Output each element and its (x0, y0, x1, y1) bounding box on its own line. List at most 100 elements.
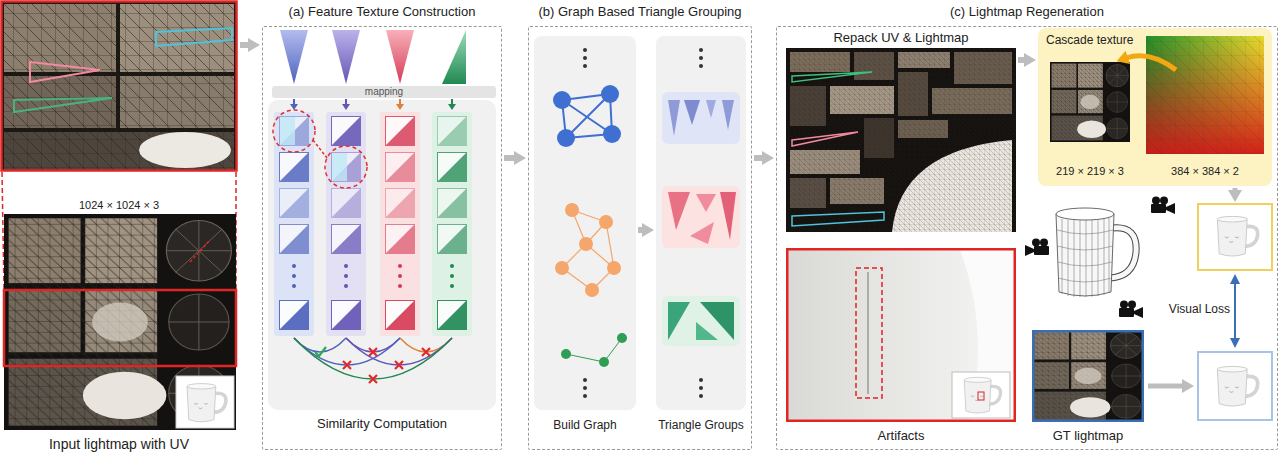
similarity-arcs (395, 361, 403, 369)
graph-art (562, 210, 614, 290)
camera-icons (1025, 239, 1049, 257)
input-lightmap-image (187, 384, 226, 422)
feature-texture-squares (344, 284, 348, 288)
camera-icons (1151, 197, 1175, 215)
similarity-arcs (294, 338, 400, 365)
feature-texture-squares (450, 284, 454, 288)
graph-region: Build Graph (534, 36, 636, 440)
feature-texture-squares (398, 284, 402, 288)
feature-texture-squares (344, 274, 348, 278)
input-lightmap-image (190, 240, 210, 262)
triangle-group-art (668, 302, 690, 340)
wireframe-mug (1056, 208, 1136, 297)
similarity-arcs (294, 338, 452, 383)
feature-region (326, 112, 366, 336)
node-label: Similarity Computation (268, 416, 496, 432)
feature-region (380, 112, 420, 336)
graph-art (553, 91, 571, 109)
graph-art (599, 357, 609, 367)
feature-texture-squares (450, 264, 454, 268)
feature-texture-squares (273, 110, 467, 330)
feature-region (290, 104, 298, 110)
feature-texture-squares (292, 274, 296, 278)
source-triangles (280, 30, 308, 84)
node-label: Triangle Groups (656, 418, 746, 433)
triangle-group-art (668, 192, 690, 230)
node-label: Cascade texture (1046, 33, 1166, 48)
triangle-group-art (662, 296, 740, 346)
feature-region (342, 104, 350, 110)
feature-texture-squares (398, 274, 402, 278)
rendered-views (1198, 352, 1272, 420)
graph-art (579, 237, 593, 251)
triangle-group-art (684, 100, 700, 125)
triangle-group-art (668, 100, 680, 136)
repack-lightmap-image (786, 48, 1016, 232)
rendered-views (1233, 188, 1238, 192)
graph-art (557, 129, 575, 147)
wireframe-mug (1062, 218, 1109, 297)
cascade-art (1146, 36, 1264, 154)
gt-lightmap: GT lightmap (1032, 330, 1144, 444)
triangle-group-art (690, 222, 714, 244)
rendered-views (1217, 216, 1257, 256)
triangle-group-art (720, 192, 736, 240)
triangle-group-art (696, 322, 718, 340)
feature-texture-squares (331, 188, 361, 218)
input-zoom-image (156, 28, 232, 46)
wireframe-mug (1056, 208, 1114, 220)
feature-texture-squares (292, 284, 296, 288)
graph-art (561, 349, 571, 359)
artifact-view: Artifacts (786, 248, 1016, 444)
graph-art (585, 283, 599, 297)
input-lightmap-image (4, 290, 236, 366)
similarity-arcs (315, 347, 326, 356)
input-zoom-image (2, 2, 237, 171)
gt-lightmap-image (1032, 330, 1144, 422)
rendered-views (1198, 204, 1272, 270)
rendered-views (1148, 384, 1184, 389)
similarity-arcs (422, 348, 430, 356)
figure-label: Visual Loss (1146, 302, 1230, 316)
graph-art (566, 338, 622, 362)
input-zoom-image (4, 4, 234, 170)
graph-art (583, 378, 587, 382)
node-label: Artifacts (786, 428, 1016, 444)
feature-region (396, 104, 404, 110)
groups-region: Triangle Groups (656, 36, 746, 440)
dashed-panel-frame (776, 26, 1278, 450)
node-label: 384 × 384 × 2 (1146, 164, 1264, 178)
artifact-image (786, 248, 1016, 422)
artifact-image (786, 248, 1016, 422)
artifact-image (964, 377, 1000, 413)
feature-texture-squares (450, 274, 454, 278)
wireframe-mug (1111, 228, 1136, 278)
feature-texture-squares (279, 300, 309, 330)
wireframe-mug (1056, 214, 1114, 296)
triangle-group-art (699, 386, 703, 390)
graph-art (534, 36, 636, 410)
feature-region (268, 99, 496, 410)
feature-texture-squares (385, 116, 415, 146)
repack-lightmap-image (792, 132, 858, 146)
gt-lightmap-image (1032, 330, 1144, 422)
feature-texture-squares (437, 188, 467, 218)
flow-arrow (1018, 57, 1026, 63)
source-triangles (272, 30, 496, 98)
repack-lightmap-image (786, 48, 1016, 232)
cascade-art (1146, 36, 1264, 154)
dashed-panel-frame (528, 26, 752, 450)
source-triangles (442, 30, 466, 84)
similarity-arcs (343, 361, 351, 369)
input-lightmap-image (4, 214, 236, 430)
triangle-group-art (699, 48, 703, 52)
artifact-image (856, 268, 882, 398)
graph-art (601, 85, 619, 103)
feature-texture-squares (280, 117, 295, 145)
feature-texture-squares (325, 146, 367, 188)
stage-panel: (a) Feature Texture ConstructionSimilari… (262, 4, 502, 450)
similarity-arcs (369, 348, 377, 356)
graph-art (534, 36, 746, 410)
flow-arrow (754, 155, 764, 161)
